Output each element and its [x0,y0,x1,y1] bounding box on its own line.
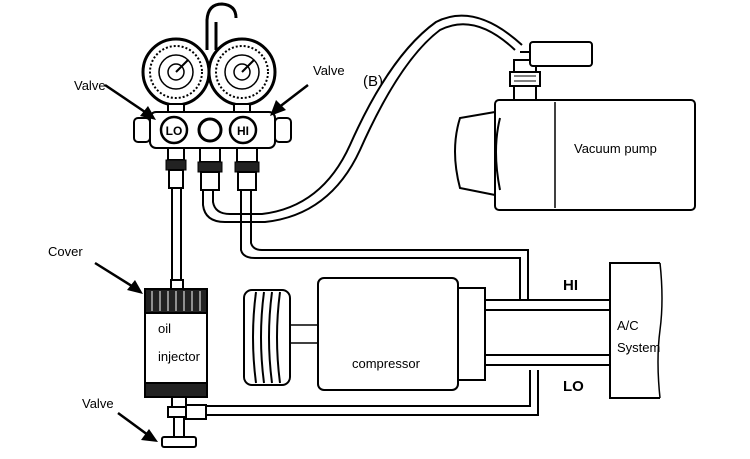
arrow-cover [94,261,143,294]
oil-injector [144,279,208,448]
oil-injector-bottom-valve [161,396,207,448]
label-lo-line: LO [563,378,584,395]
lo-pressure-gauge [141,37,211,113]
lo-refrigerant-line [485,354,610,366]
arrow-valve-right [270,84,309,116]
hose-injector-to-lo-line [205,370,539,416]
hi-knob-label: HI [237,124,249,138]
hi-pressure-gauge [207,37,277,113]
hi-refrigerant-line [485,299,610,311]
arrow-valve-bottom [117,411,158,442]
label-system: System [617,340,660,355]
vacuum-pump [454,41,696,211]
lo-knob-label: LO [166,124,183,138]
manifold-port-fittings [165,147,260,191]
label-valve-left: Valve [74,78,106,93]
ac-system-box [609,262,663,399]
hose-lo-to-oil-injector [171,188,182,288]
label-oil: oil [158,321,171,336]
lo-valve-knob: LO [133,115,189,145]
label-hi-line: HI [563,277,578,294]
manifold-gauge-set: LO HI [133,2,292,191]
compressor [243,277,486,391]
label-vacuum-pump: Vacuum pump [574,141,657,156]
compressor-pulley [243,289,291,386]
manifold-center-port [197,117,223,143]
vacuum-pump-fitting [509,41,593,101]
label-b-marker: (B) [363,73,383,90]
hose-b-to-vacuum-pump [202,14,523,223]
pointer-arrows [94,83,309,442]
label-valve-right: Valve [313,63,345,78]
label-valve-bottom: Valve [82,396,114,411]
label-compressor: compressor [352,356,421,371]
label-injector: injector [158,349,201,364]
hi-valve-knob: HI [228,115,292,145]
label-cover: Cover [48,244,83,259]
hose-hi-to-compressor [240,190,529,300]
arrow-valve-left [104,83,156,120]
label-ac: A/C [617,318,639,333]
